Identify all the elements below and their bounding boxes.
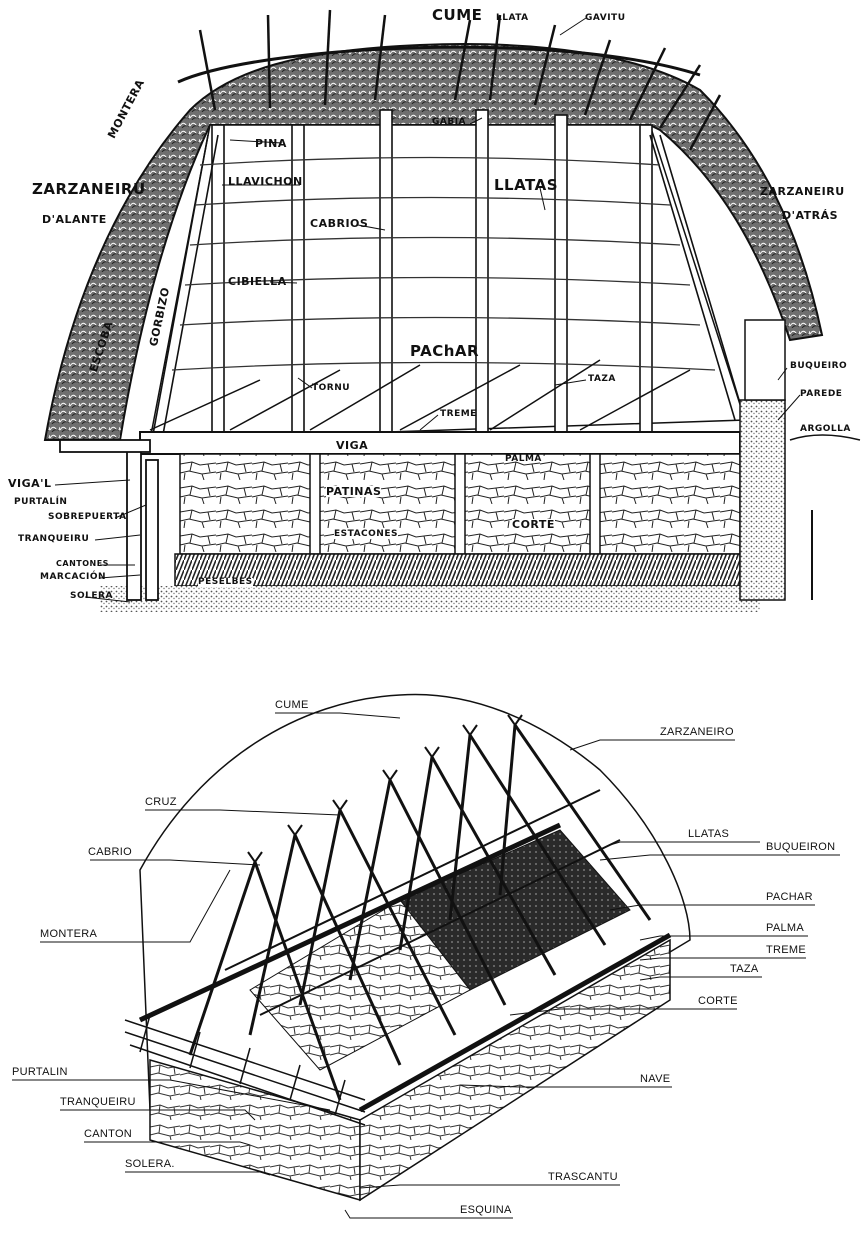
label-esquina: ESQUINA — [460, 1204, 512, 1216]
label-solera-top: SOLERA — [70, 591, 113, 601]
label-buqueiron: BUQUEIRON — [766, 841, 836, 853]
ground — [100, 586, 760, 612]
label-palma: PALMA — [505, 454, 542, 464]
label-patinas: PATINAS — [326, 485, 382, 498]
label-llavichon: LLAVICHON — [228, 175, 303, 188]
label-pachar: PAChAR — [410, 342, 480, 360]
parede-wall — [739, 399, 786, 601]
label-peselbes: PESELBES — [198, 577, 253, 587]
front-wall — [149, 1059, 361, 1201]
label-llatas-bottom: LLATAS — [688, 828, 730, 840]
label-zarzaneiro: ZARZANEIRO — [660, 726, 734, 738]
bottom-leader-lines — [12, 712, 840, 1219]
label-solera-bottom: SOLERA. — [125, 1158, 175, 1170]
label-purtalin-top: PURTALÍN — [14, 497, 68, 507]
label-tranqueiru-top: TRANQUEIRU — [18, 534, 90, 544]
label-llata: LLATA — [496, 13, 529, 23]
label-taza-bottom: TAZA — [730, 963, 759, 975]
label-sobrepuerta: SOBREPUERTA — [48, 512, 127, 522]
label-viga: VIGA — [336, 439, 369, 452]
label-zarzaneiru-alante: ZARZANEIRU — [32, 180, 146, 198]
ridge-stakes — [198, 9, 722, 151]
label-datras: D'ATRÁS — [782, 209, 839, 222]
thatch-roof — [43, 43, 824, 441]
label-cruz: CRUZ — [145, 796, 177, 808]
horizontal-laths — [171, 156, 716, 371]
ridge-rope — [177, 45, 701, 84]
horizontal-ties — [224, 789, 621, 1016]
label-cume-bottom: CUME — [275, 699, 309, 711]
label-treme-bottom: TREME — [766, 944, 806, 956]
label-taza: TAZA — [588, 374, 616, 384]
label-zarzaneiru-atras: ZARZANEIRU — [760, 185, 845, 198]
label-cabrios: CABRIOS — [310, 217, 369, 230]
door-frame — [59, 439, 159, 601]
label-dalante: D'ALANTE — [42, 213, 107, 226]
thatch-envelope — [139, 693, 691, 1161]
label-pina: PINA — [255, 137, 287, 150]
interior-floor — [249, 899, 471, 1071]
label-parede: PAREDE — [800, 389, 843, 399]
label-tranqueiru-bottom: TRANQUEIRU — [60, 1096, 136, 1108]
top-leader-lines — [54, 17, 801, 603]
label-marcacion: MARCACIÓN — [40, 572, 107, 582]
peselbes-wicker — [174, 553, 741, 587]
label-argolla: ARGOLLA — [800, 424, 851, 434]
label-buqueiro: BUQUEIRO — [790, 361, 848, 371]
label-montera-bottom: MONTERA — [40, 928, 98, 940]
side-wall — [359, 938, 671, 1202]
label-palma-bottom: PALMA — [766, 922, 804, 934]
bottom-axonometric-drawing — [12, 693, 840, 1219]
label-canton: CANTON — [84, 1128, 133, 1140]
label-treme: TREME — [440, 409, 477, 419]
bottom-axonometric-diagram: CUME ZARZANEIRO CRUZ LLATAS CABRIO BUQUE… — [0, 640, 862, 1240]
label-cabrio: CABRIO — [88, 846, 132, 858]
a-frame-rafters — [188, 724, 652, 1101]
label-cibiella: CIBIELLA — [228, 275, 287, 288]
label-gavitu: GAVITU — [585, 13, 626, 23]
pachar-diagonals — [149, 359, 691, 431]
label-estacones: ESTACONES — [334, 529, 398, 539]
label-nave: NAVE — [640, 1073, 671, 1085]
label-pachar-bottom: PACHAR — [766, 891, 813, 903]
viga-beam — [139, 431, 741, 455]
label-tornu: TORNU — [312, 383, 351, 393]
cruz-marks — [247, 714, 523, 864]
slanted-poles — [151, 134, 746, 441]
label-cantones: CANTONES — [56, 559, 109, 568]
label-corte-top: CORTE — [512, 518, 555, 531]
argolla-line — [789, 434, 861, 441]
label-trascantu: TRASCANTU — [548, 1171, 618, 1183]
label-vigal: VIGA'L — [8, 477, 52, 490]
label-purtalin-bottom: PURTALIN — [12, 1066, 68, 1078]
top-elevation-drawing — [43, 9, 861, 612]
label-corte-bottom: CORTE — [698, 995, 738, 1007]
purtalin-grid — [124, 1014, 366, 1126]
top-elevation-diagram: CUME LLATA GAVITU MONTERA GABIA PINA ZAR… — [8, 6, 861, 612]
label-gabia: GABIA — [432, 117, 467, 127]
buqueiro — [744, 319, 786, 401]
label-llatas: LLATAS — [494, 176, 559, 194]
label-cume: CUME — [432, 6, 483, 24]
